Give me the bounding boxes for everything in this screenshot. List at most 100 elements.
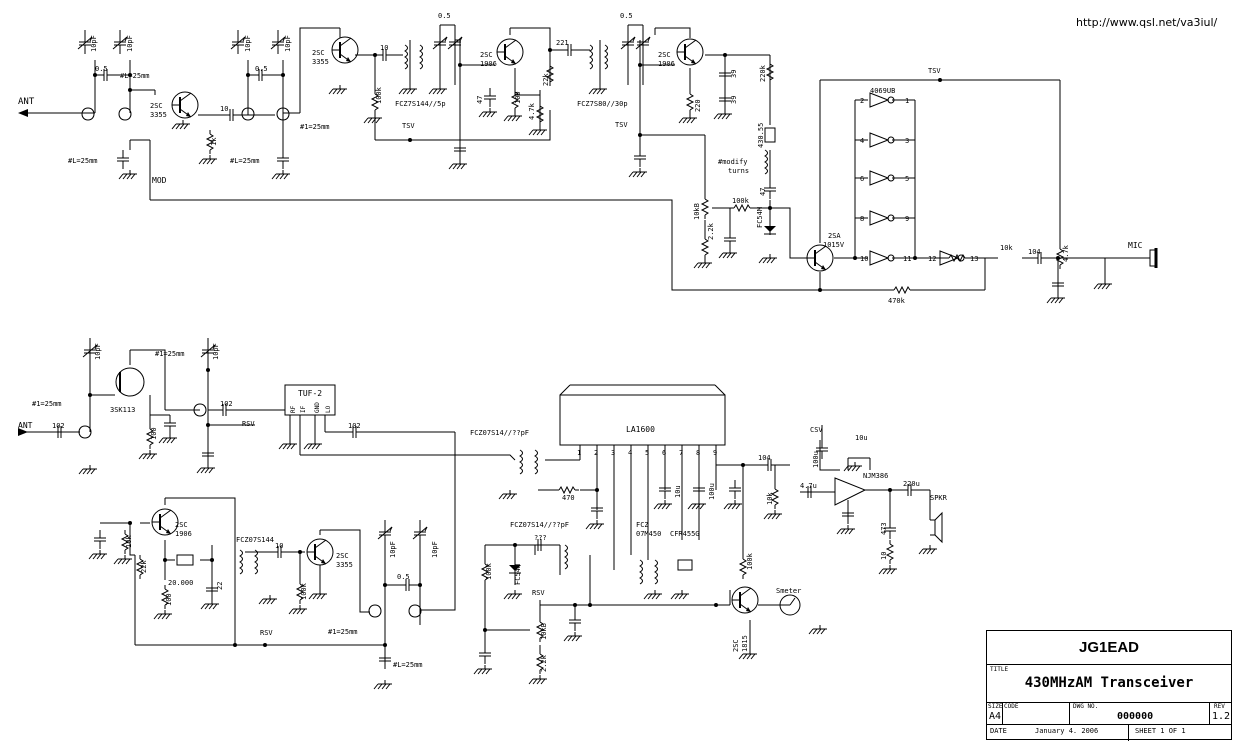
tx-l1: #L=25mm	[120, 72, 150, 80]
rx-val: 100	[150, 427, 158, 440]
tx-pin: 4	[860, 137, 864, 145]
tx-val: 100	[514, 91, 522, 104]
tx-val: 10pF	[284, 35, 292, 52]
receiver-section: ANT	[18, 337, 948, 690]
dwg-number: 000000	[1117, 711, 1154, 722]
rx-val: ???	[534, 534, 547, 542]
rx-csv-label: CSV	[810, 426, 823, 434]
rx-l2: #1=25mm	[32, 400, 62, 408]
rx-val: 10pF	[431, 541, 439, 558]
code-label: CODE	[1004, 703, 1019, 710]
tx-val: 10k	[1000, 244, 1013, 252]
tx-val: 0.5	[255, 65, 268, 73]
rx-val: 10u	[674, 485, 682, 498]
rev-cell: REV 1.2	[1210, 703, 1232, 724]
tx-val: 10	[380, 44, 388, 52]
rx-val: 100k	[746, 552, 754, 570]
rx-ic-pin: 3	[611, 449, 615, 457]
tx-pin: 9	[905, 215, 909, 223]
rx-ic-pin: 1	[577, 449, 581, 457]
drawing-title: 430MHzAM Transceiver	[1024, 675, 1194, 691]
rx-mixer-pin: GND	[314, 402, 321, 413]
transmitter-section: ANT	[18, 12, 1158, 305]
dwg-cell: DWG NO. 000000	[1070, 703, 1210, 724]
tx-pin: 3	[905, 137, 909, 145]
tx-pin: 10	[860, 255, 868, 263]
rx-val: 100k	[485, 562, 493, 580]
rx-val: 0.5	[397, 573, 410, 581]
rx-xtal-label: 20.000	[168, 579, 193, 587]
rx-fcz-c: FCZ07S144	[236, 536, 274, 544]
dwg-label: DWG NO.	[1073, 703, 1099, 710]
rx-val: 22	[216, 582, 224, 590]
rx-val: 100k	[300, 582, 308, 600]
rx-val: 10k	[766, 492, 774, 505]
rx-fcz-a: FCZ07S14//??pF	[470, 429, 529, 437]
date-label: DATE	[990, 727, 1007, 735]
tx-fcz2-label: FCZ7S80//30p	[577, 100, 628, 108]
tx-pin: 6	[860, 175, 864, 183]
rx-val: 100u	[708, 483, 716, 500]
tx-val: 39	[730, 70, 738, 78]
tx-val: 10pF	[90, 35, 98, 52]
tx-pin: 11	[903, 255, 911, 263]
tx-val: 470k	[888, 297, 906, 305]
inverter-gates	[869, 92, 965, 266]
rx-ic-pin: 5	[645, 449, 649, 457]
rx-val: 10	[880, 552, 888, 560]
rev-label: REV	[1214, 703, 1225, 710]
tx-mod-label: MOD	[152, 176, 167, 185]
tx-pin: 12	[928, 255, 936, 263]
sheet-value: SHEET 1 OF 1	[1135, 727, 1186, 735]
tx-val: 0.5	[95, 65, 108, 73]
tx-val: 1k	[210, 137, 218, 146]
code-cell: CODE	[1003, 703, 1070, 724]
sheet-cell: SHEET 1 OF 1	[1129, 725, 1233, 741]
rx-mixer-pin: IF	[300, 405, 307, 413]
rx-val: 220u	[903, 480, 920, 488]
tx-pin: 8	[860, 215, 864, 223]
tx-val: 10pF	[244, 35, 252, 52]
size-value: A4	[989, 711, 1002, 722]
tx-val: 100k	[732, 197, 750, 205]
date-value: January 4. 2006	[1035, 727, 1099, 735]
rx-val: 2.2k	[540, 654, 548, 672]
rx-ic-pin: 7	[679, 449, 683, 457]
rx-val: 473	[880, 522, 888, 535]
tx-val: 2.2k	[707, 222, 715, 240]
rx-speaker-label: SPKR	[930, 494, 948, 502]
rx-rsv-3: RSV	[532, 589, 545, 597]
rx-l1: #1=25mm	[155, 350, 185, 358]
rx-rsv-1: RSV	[242, 420, 255, 428]
tx-val: 104	[1028, 248, 1041, 256]
rx-ic1-label: LA1600	[626, 425, 655, 434]
rx-rsv-2: RSV	[260, 629, 273, 637]
rx-val: 10	[275, 542, 283, 550]
tx-val: 4.7k	[528, 102, 536, 120]
tx-ant-label: ANT	[18, 97, 35, 107]
rx-fcz-b: FCZ07S14//??pF	[510, 521, 569, 529]
tx-xtal-label: 430.55	[757, 123, 765, 148]
tx-val: 10	[220, 105, 228, 113]
rx-vc-label: FC54M	[514, 564, 522, 585]
date-cell: DATE January 4. 2006	[987, 725, 1129, 741]
rx-ic-pin: 6	[662, 449, 666, 457]
rx-q-sm: 2SC1815	[732, 635, 749, 652]
tx-ic-label: 4069UB	[870, 87, 895, 95]
tx-val: 220k	[759, 64, 767, 82]
rx-val: 102	[348, 422, 361, 430]
tx-val: 10pF	[126, 35, 134, 52]
rx-val: 10pF	[389, 541, 397, 558]
rx-mixer-pin: LO	[325, 405, 332, 413]
rx-ic-pin: 8	[696, 449, 700, 457]
rx-val: 102	[220, 400, 233, 408]
tx-vc-label: FC54M	[756, 207, 764, 228]
tx-val: 22k	[542, 73, 550, 86]
